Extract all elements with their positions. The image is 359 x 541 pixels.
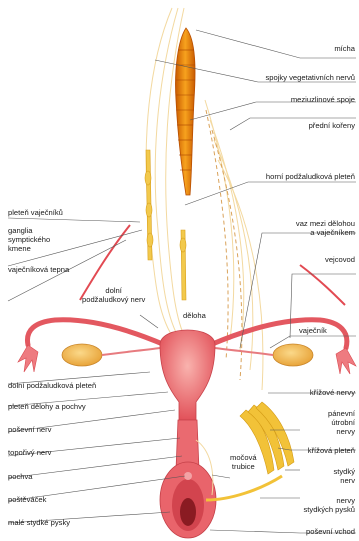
label-urethra: močová trubice bbox=[230, 453, 257, 471]
label-sacral-nerves: křížové nervy bbox=[310, 388, 355, 397]
label-clitoris: poštěváček bbox=[8, 495, 46, 504]
label-vaginal-opening: poševní vchod bbox=[306, 527, 355, 536]
label-vegetative-connections: spojky vegetativních nervů bbox=[266, 73, 356, 82]
label-inferior-hypogastric-nerve: dolní podžaludkový nerv bbox=[82, 286, 145, 304]
label-ovarian-ligament: vaz mezi dělohou a vaječníkem bbox=[296, 219, 355, 237]
label-ovarian-plexus: pleteň vaječníků bbox=[8, 208, 63, 217]
label-vagina: pochva bbox=[8, 472, 33, 481]
label-uterus: děloha bbox=[183, 311, 206, 320]
label-anterior-roots: přední kořeny bbox=[309, 121, 355, 130]
label-superior-hypogastric-plexus: horní podžaludková pleteň bbox=[266, 172, 355, 181]
label-uterovaginal-plexus: pleteň dělohy a pochvy bbox=[8, 402, 86, 411]
spinal-cord bbox=[175, 28, 195, 195]
uterus bbox=[160, 330, 215, 420]
pelvic-nerves bbox=[206, 402, 294, 500]
label-erectile-nerve: topořivý nerv bbox=[8, 448, 51, 457]
label-spinal-cord: mícha bbox=[334, 44, 355, 53]
label-ovarian-artery: vaječníková tepna bbox=[8, 265, 69, 274]
label-fallopian-tube: vejcovod bbox=[325, 255, 355, 264]
label-inferior-hypogastric-plexus: dolní podžaludková pleteň bbox=[8, 381, 96, 390]
label-pelvic-splanchnic-nerves: pánevní útrobní nervy bbox=[328, 409, 355, 436]
label-intergangliar-connections: meziuzlinové spoje bbox=[291, 95, 355, 104]
right-ovary bbox=[273, 344, 313, 366]
label-sympathetic-ganglia: ganglia symptického kmene bbox=[8, 226, 50, 253]
label-pudendal-nerve: stydký nerv bbox=[333, 467, 355, 485]
label-labia-minora: malé stydké pysky bbox=[8, 518, 70, 527]
label-ovary: vaječník bbox=[299, 326, 327, 335]
label-vaginal-nerve: poševní nerv bbox=[8, 425, 51, 434]
left-ovary bbox=[62, 344, 102, 366]
label-sacral-plexus: křížová pleteň bbox=[308, 446, 355, 455]
label-labial-nerves: nervy stydkých pysků bbox=[304, 496, 356, 514]
